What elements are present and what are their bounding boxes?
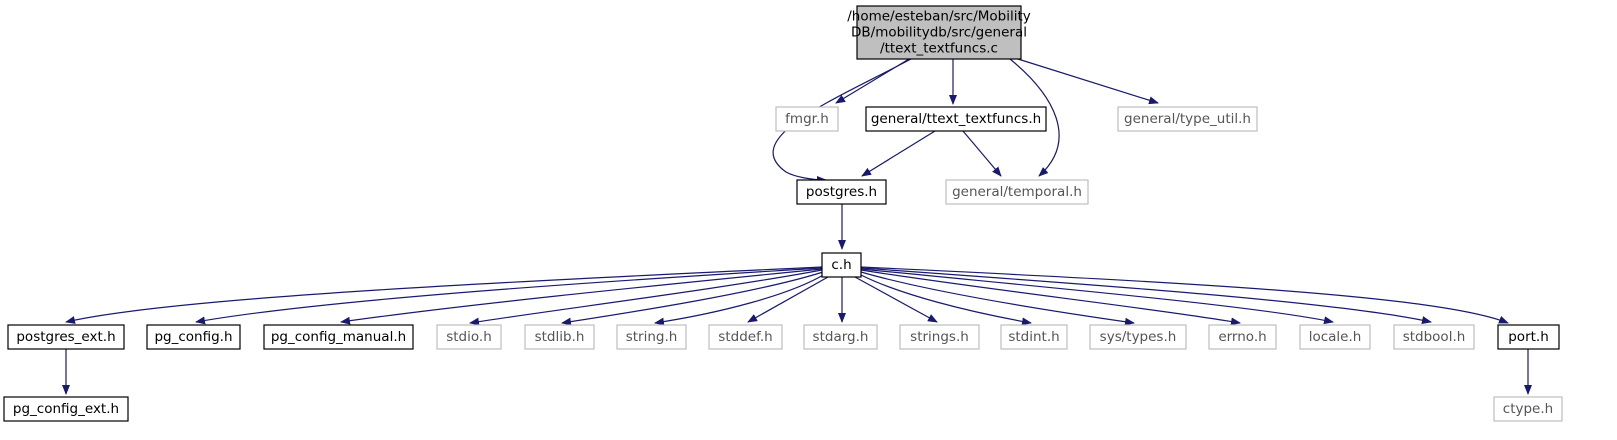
edge-c_h-to-errno — [860, 269, 1241, 326]
node-label-type_util: general/type_util.h — [1124, 111, 1251, 127]
node-label-c_h: c.h — [831, 257, 851, 273]
node-box-stdint — [1000, 324, 1068, 350]
node-box-ttext_h — [865, 106, 1047, 132]
node-root[interactable]: /home/esteban/src/MobilityDB/mobilitydb/… — [847, 5, 1031, 60]
edge-root-to-type_util — [1017, 58, 1159, 105]
node-box-type_util — [1117, 106, 1258, 132]
node-fmgr: fmgr.h — [775, 106, 839, 132]
node-errno: errno.h — [1208, 324, 1277, 350]
node-label-ttext_h: general/ttext_textfuncs.h — [871, 111, 1041, 127]
node-label-temporal: general/temporal.h — [952, 184, 1082, 200]
node-box-c_h — [821, 252, 862, 278]
node-label-stdarg: stdarg.h — [813, 329, 869, 345]
node-label-root-line-0: /home/esteban/src/Mobility — [847, 9, 1031, 25]
node-label-errno: errno.h — [1218, 329, 1266, 345]
edge-c_h-to-locale — [860, 268, 1334, 325]
node-label-strings: strings.h — [910, 329, 969, 345]
node-c_h[interactable]: c.h — [821, 252, 862, 278]
node-box-stddef — [708, 324, 783, 350]
edge-ttext_h-to-postgres — [861, 130, 936, 177]
node-stdlib: stdlib.h — [524, 324, 595, 350]
node-postgres[interactable]: postgres.h — [796, 179, 887, 205]
node-box-strings — [899, 324, 980, 350]
node-box-root — [856, 5, 1022, 60]
node-label-fmgr: fmgr.h — [785, 111, 829, 127]
node-box-stdlib — [524, 324, 595, 350]
node-label-stdint: stdint.h — [1008, 329, 1059, 345]
node-temporal: general/temporal.h — [945, 179, 1089, 205]
edge-c_h-to-stdio — [469, 269, 823, 326]
node-pg_config[interactable]: pg_config.h — [146, 324, 241, 350]
node-label-root-line-1: DB/mobilitydb/src/general — [851, 25, 1027, 41]
node-ttext_h[interactable]: general/ttext_textfuncs.h — [865, 106, 1047, 132]
node-box-ctype — [1493, 396, 1563, 422]
node-label-stdlib: stdlib.h — [535, 329, 585, 345]
edge-c_h-to-port — [860, 266, 1509, 324]
node-label-pg_config_ext: pg_config_ext.h — [13, 401, 119, 417]
node-label-postgres_ext: postgres_ext.h — [16, 329, 115, 345]
edge-c_h-to-strings — [854, 276, 938, 323]
node-box-stdio — [436, 324, 502, 350]
node-sys_types: sys/types.h — [1089, 324, 1187, 350]
node-string: string.h — [616, 324, 687, 350]
edge-c_h-to-pg_config — [195, 267, 823, 325]
node-postgres_ext[interactable]: postgres_ext.h — [7, 324, 125, 350]
edge-c_h-to-stdbool — [860, 267, 1432, 324]
node-label-port: port.h — [1508, 329, 1549, 345]
edge-root-to-temporal — [1009, 58, 1060, 177]
node-label-postgres: postgres.h — [806, 184, 877, 200]
node-box-stdarg — [803, 324, 878, 350]
node-label-pg_config_manual: pg_config_manual.h — [271, 329, 406, 345]
edges-layer — [62, 58, 1532, 395]
node-label-stddef: stddef.h — [718, 329, 772, 345]
node-label-root-line-2: /ttext_textfuncs.c — [880, 41, 998, 57]
node-stddef: stddef.h — [708, 324, 783, 350]
node-box-postgres — [796, 179, 887, 205]
edge-c_h-to-string — [654, 273, 826, 326]
node-box-fmgr — [775, 106, 839, 132]
edge-ttext_h-to-temporal — [962, 130, 1002, 177]
node-box-port — [1497, 324, 1560, 350]
node-stdint: stdint.h — [1000, 324, 1068, 350]
node-box-pg_config_manual — [263, 324, 414, 350]
node-label-locale: locale.h — [1309, 329, 1362, 345]
node-box-errno — [1208, 324, 1277, 350]
nodes-layer: /home/esteban/src/MobilityDB/mobilitydb/… — [3, 5, 1563, 422]
node-pg_config_manual[interactable]: pg_config_manual.h — [263, 324, 414, 350]
node-label-string: string.h — [626, 329, 678, 345]
edge-root-to-postgres — [772, 58, 912, 184]
node-box-stdbool — [1393, 324, 1475, 350]
edge-c_h-to-stddef — [747, 276, 829, 323]
node-box-locale — [1299, 324, 1371, 350]
node-box-string — [616, 324, 687, 350]
node-box-sys_types — [1089, 324, 1187, 350]
node-label-stdio: stdio.h — [446, 329, 492, 345]
node-locale: locale.h — [1299, 324, 1371, 350]
edge-c_h-to-stdlib — [561, 271, 824, 326]
node-strings: strings.h — [899, 324, 980, 350]
edge-c_h-to-sys_types — [860, 271, 1135, 326]
node-label-ctype: ctype.h — [1503, 401, 1553, 417]
node-label-stdbool: stdbool.h — [1403, 329, 1466, 345]
node-ctype: ctype.h — [1493, 396, 1563, 422]
edge-c_h-to-pg_config_manual — [340, 268, 823, 325]
node-box-pg_config — [146, 324, 241, 350]
edge-c_h-to-stdint — [858, 273, 1032, 326]
node-box-pg_config_ext — [3, 396, 129, 422]
node-stdarg: stdarg.h — [803, 324, 878, 350]
node-box-temporal — [945, 179, 1089, 205]
node-stdbool: stdbool.h — [1393, 324, 1475, 350]
edge-root-to-fmgr — [835, 58, 910, 104]
node-type_util: general/type_util.h — [1117, 106, 1258, 132]
edge-c_h-to-postgres_ext — [65, 266, 823, 324]
node-box-postgres_ext — [7, 324, 125, 350]
node-label-sys_types: sys/types.h — [1100, 329, 1177, 345]
node-pg_config_ext[interactable]: pg_config_ext.h — [3, 396, 129, 422]
node-stdio: stdio.h — [436, 324, 502, 350]
node-port[interactable]: port.h — [1497, 324, 1560, 350]
node-label-pg_config: pg_config.h — [154, 329, 232, 345]
